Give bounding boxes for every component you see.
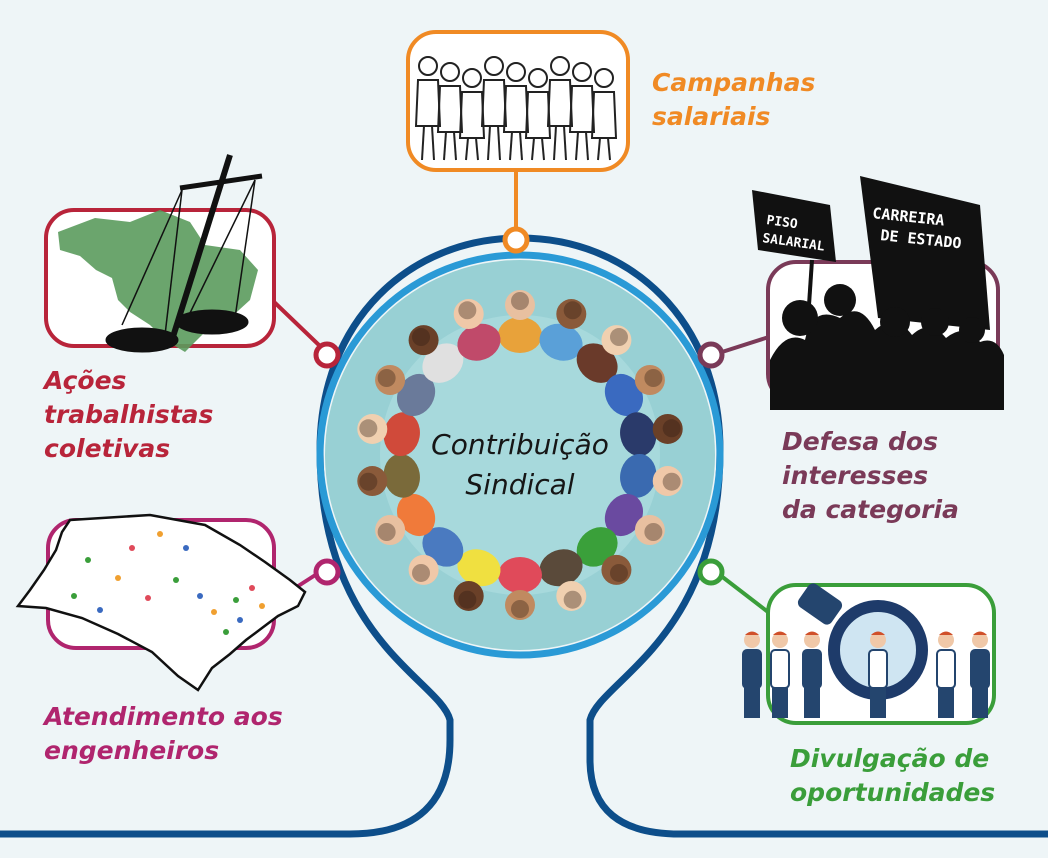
node-campanhas — [502, 226, 530, 254]
label-defesa-line3: da categoria — [782, 495, 959, 524]
connector-divulgacao — [714, 570, 770, 614]
label-campanhas-line1: Campanhas — [652, 68, 816, 97]
node-divulgacao — [697, 558, 725, 586]
label-campanhas: Campanhas salariais — [652, 66, 815, 134]
label-campanhas-line2: salariais — [652, 102, 771, 131]
label-divulgacao-line1: Divulgação de — [790, 744, 990, 773]
engineer-location-dots — [71, 531, 265, 635]
node-acoes — [313, 341, 341, 369]
label-defesa-line2: interesses — [782, 461, 929, 490]
label-atendimento-line1: Atendimento aos — [44, 702, 283, 731]
center-title: Contribuição Sindical — [400, 425, 640, 505]
label-acoes-line3: coletivas — [44, 434, 171, 463]
connector-acoes — [270, 298, 324, 350]
box-campanhas — [406, 30, 630, 172]
magnifier-recruitment-icon — [742, 583, 990, 718]
people-circle-icon — [357, 290, 683, 620]
label-divulgacao: Divulgação de oportunidades — [790, 742, 995, 810]
label-atendimento: Atendimento aos engenheiros — [44, 700, 283, 768]
label-divulgacao-line2: oportunidades — [790, 778, 996, 807]
inner-ring — [316, 251, 724, 659]
protest-silhouette-icon — [752, 176, 1004, 410]
crowd-sketch-icon — [414, 56, 618, 161]
box-atendimento — [15, 513, 307, 692]
box-divulgacao — [742, 583, 996, 725]
box-defesa: PISO SALARIAL CARREIRA DE ESTADO — [752, 176, 1004, 410]
label-atendimento-line2: engenheiros — [44, 736, 220, 765]
node-atendimento — [313, 558, 341, 586]
label-defesa: Defesa dos interesses da categoria — [782, 425, 959, 527]
center-title-line1: Contribuição — [431, 428, 609, 461]
sign-left-line1: PISO — [765, 213, 798, 232]
box-acoes — [44, 154, 276, 353]
label-defesa-line1: Defesa dos — [782, 427, 938, 456]
label-acoes: Ações trabalhistas coletivas — [44, 364, 213, 466]
label-acoes-line2: trabalhistas — [44, 400, 214, 429]
node-defesa — [697, 341, 725, 369]
label-acoes-line1: Ações — [44, 366, 127, 395]
scales-of-justice-icon — [105, 154, 263, 353]
center-disc-glow — [380, 315, 660, 595]
center-title-line2: Sindical — [465, 468, 575, 501]
